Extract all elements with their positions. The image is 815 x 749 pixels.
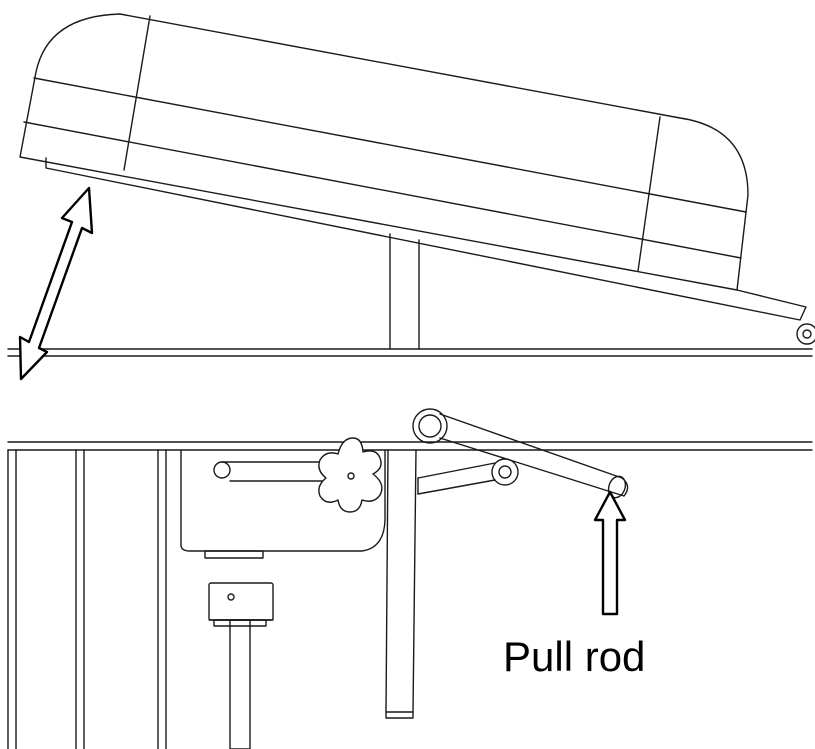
base-plate [45, 157, 807, 321]
cushion-outline [19, 13, 749, 291]
cushion-seam-upper [33, 77, 747, 213]
cushion-seam-left [123, 15, 151, 171]
cushion-seam-right [637, 116, 661, 272]
hinge-outer [796, 323, 815, 345]
tilted-tabletop [19, 13, 815, 345]
star-knob [318, 437, 383, 513]
support-leg [385, 449, 417, 719]
lower-rail [7, 441, 813, 451]
cushion-seam-lower [23, 121, 742, 259]
upper-rail [7, 348, 813, 357]
pull-rod-assembly [412, 408, 629, 499]
pull-rod-label: Pull rod [503, 633, 646, 680]
pull-rod-arrow [593, 490, 627, 616]
hinge-inner [802, 329, 812, 339]
support-post [389, 233, 420, 350]
mechanism-housing [180, 449, 386, 559]
height-adjust-double-arrow [18, 186, 94, 381]
collar [208, 582, 274, 749]
frame-posts [7, 449, 167, 749]
